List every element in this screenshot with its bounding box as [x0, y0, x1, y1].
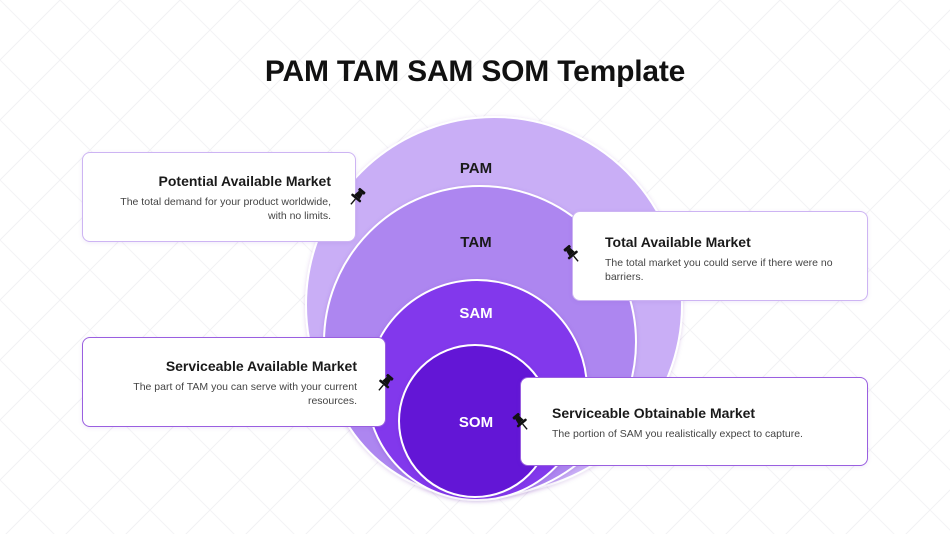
pushpin-icon: [512, 412, 528, 430]
pam-card-text: The total demand for your product worldw…: [120, 196, 331, 222]
pushpin-icon: [378, 373, 394, 391]
som-label: SOM: [459, 414, 493, 431]
som-card-text: The portion of SAM you realistically exp…: [552, 428, 803, 440]
sam-label: SAM: [459, 305, 492, 322]
sam-card-text: The part of TAM you can serve with your …: [133, 381, 357, 407]
pam-card: Potential Available Market The total dem…: [82, 152, 356, 242]
sam-card-heading: Serviceable Available Market: [165, 358, 357, 374]
pushpin-icon: [350, 187, 366, 205]
tam-card-text: The total market you could serve if ther…: [605, 257, 833, 283]
som-card: Serviceable Obtainable Market The portio…: [520, 377, 868, 466]
tam-label: TAM: [460, 234, 491, 251]
pam-label: PAM: [460, 160, 492, 177]
pushpin-icon: [563, 244, 579, 262]
pam-card-heading: Potential Available Market: [158, 173, 331, 189]
tam-card-heading: Total Available Market: [605, 234, 751, 250]
page-title: PAM TAM SAM SOM Template: [264, 55, 686, 88]
som-card-heading: Serviceable Obtainable Market: [552, 405, 756, 421]
sam-card: Serviceable Available Market The part of…: [82, 337, 386, 427]
tam-card: Total Available Market The total market …: [572, 211, 868, 301]
